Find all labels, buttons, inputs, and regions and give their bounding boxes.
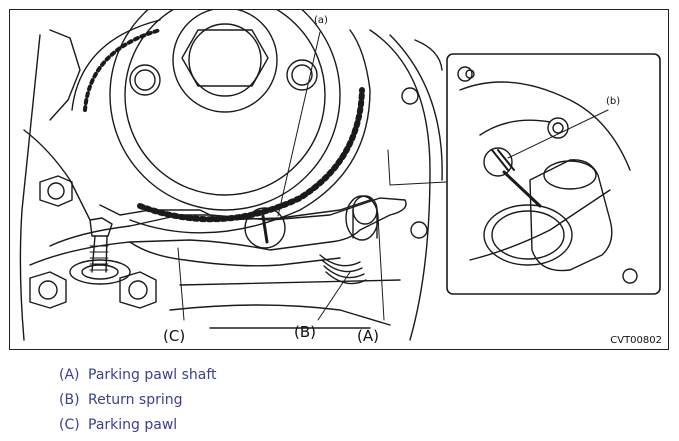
legend-item: (C) Parking pawl <box>59 413 217 438</box>
legend-item: (A) Parking pawl shaft <box>59 363 217 388</box>
legend-item: (B) Return spring <box>59 388 217 413</box>
leader-lines <box>177 31 447 321</box>
callout-A: (A) <box>357 327 379 345</box>
legend-text: Return spring <box>88 392 183 408</box>
legend-text: Parking pawl shaft <box>88 367 217 383</box>
inset-frame <box>446 53 661 295</box>
legend-text: Parking pawl <box>88 417 178 433</box>
figure-frame: (a) (b) (A) (B) (C) CVT00802 <box>9 9 669 350</box>
bolts <box>29 175 157 309</box>
callout-B: (B) <box>294 323 316 341</box>
callout-C: (C) <box>163 327 186 345</box>
callout-b: (b) <box>606 96 621 107</box>
return-spring <box>319 254 367 285</box>
legend-key: (C) <box>59 417 80 433</box>
callout-a: (a) <box>314 15 328 26</box>
legend-key: (B) <box>59 392 80 408</box>
technical-illustration <box>19 10 661 341</box>
gear-teeth <box>71 19 371 234</box>
legend-list: (A) Parking pawl shaft (B) Return spring (… <box>59 363 217 438</box>
figure-code: CVT00802 <box>610 335 662 346</box>
legend-key: (A) <box>59 367 80 383</box>
